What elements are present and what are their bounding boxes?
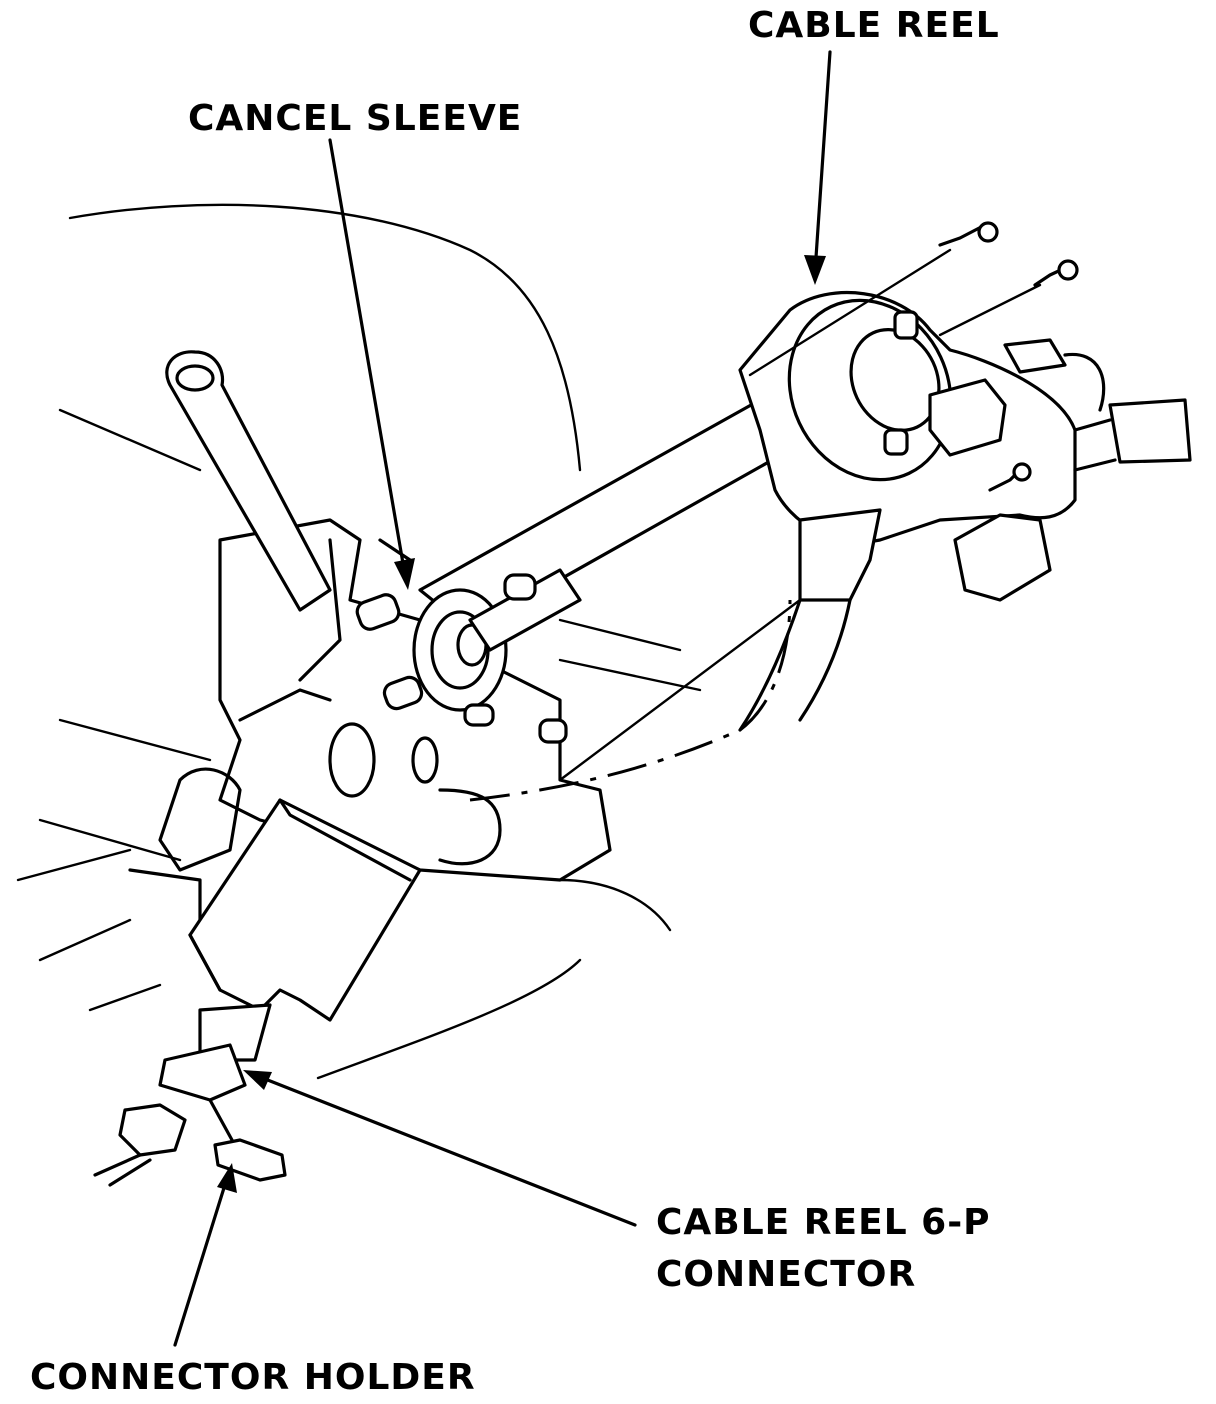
lower-cover <box>188 798 422 1022</box>
mounting-screws <box>748 221 1079 492</box>
guide-line <box>558 598 802 782</box>
cable-reel-label: CABLE REEL <box>748 5 1000 46</box>
leader-arrows <box>173 50 832 1347</box>
cable-reel-6p-connector-label-line1: CABLE REEL 6-P <box>656 1202 991 1243</box>
tilt-lever <box>165 350 332 612</box>
cable-reel-assembly <box>738 291 1192 732</box>
cable-reel-6p-connector-label-line2: CONNECTOR <box>656 1254 917 1295</box>
dashboard-outline <box>16 203 702 1080</box>
connectors <box>93 1003 287 1187</box>
connector-holder-label: CONNECTOR HOLDER <box>30 1357 476 1398</box>
cancel-sleeve-label: CANCEL SLEEVE <box>188 98 523 139</box>
steering-shaft <box>355 398 792 744</box>
cable-reel-6p-connector-label: CABLE REEL 6-P CONNECTOR <box>656 1197 991 1301</box>
alignment-line <box>469 599 792 802</box>
